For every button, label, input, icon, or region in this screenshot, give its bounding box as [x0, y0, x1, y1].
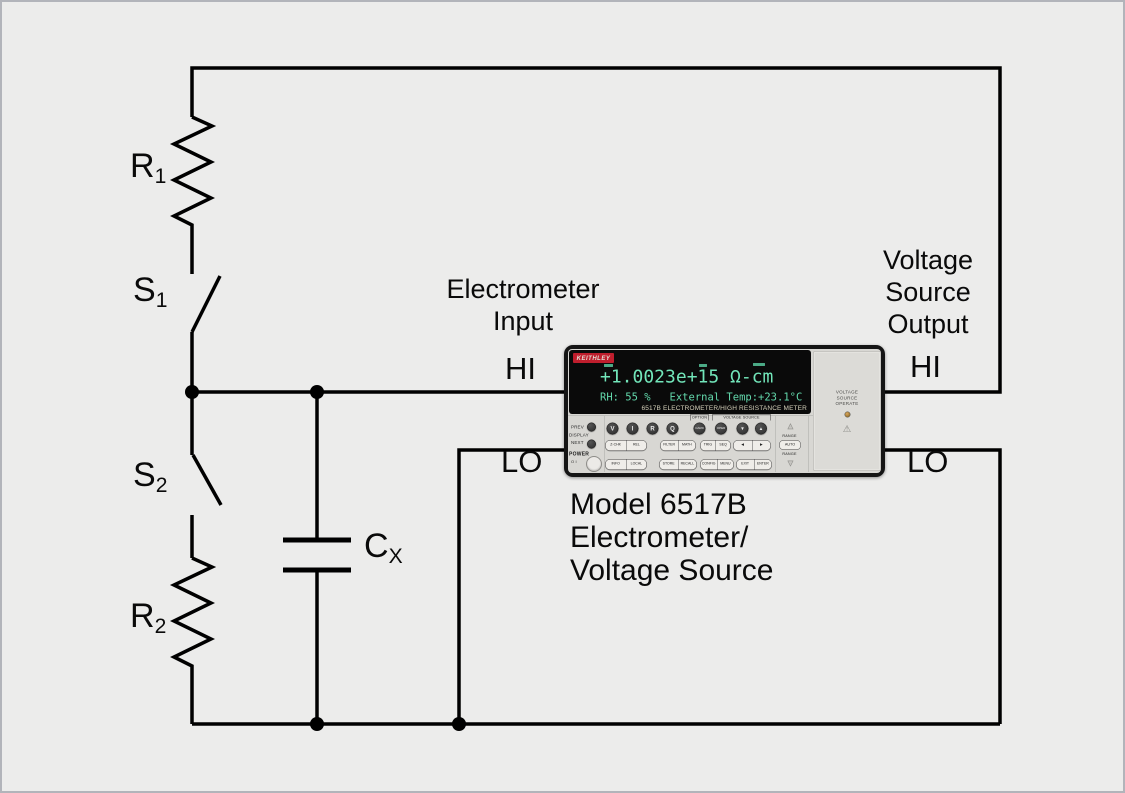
caption-line-3: Voltage Source — [570, 554, 774, 587]
prev-button — [587, 422, 596, 432]
switch-s1-blade — [190, 275, 222, 333]
label-voltage-source-output: Voltage Source Output — [882, 245, 974, 339]
voltage-down-button: ▼ — [736, 422, 749, 435]
label-input-lo: LO — [501, 444, 543, 479]
range-down-button: ▼ — [786, 458, 795, 469]
next-label: NEXT — [571, 440, 584, 445]
trig-label: TRIG — [703, 443, 713, 447]
display-annunciator — [753, 363, 765, 366]
info-label: INFO — [611, 462, 620, 466]
recall-label: RECALL — [677, 459, 697, 470]
zchk-rel-button: Z-CHK REL — [605, 440, 647, 451]
keithley-6517b-instrument: KEITHLEY +1.0023e+15 Ω-cm RH: 55 % Exter… — [564, 345, 885, 477]
power-label: POWER — [569, 451, 590, 458]
range-label-top: RANGE — [782, 433, 797, 439]
seq-label: SEQ — [715, 440, 730, 451]
panel-divider — [604, 416, 605, 472]
left-arrow-icon: ◀ — [741, 443, 744, 447]
label-r1: R1 — [130, 147, 167, 188]
option-group-label: OPTION — [690, 414, 709, 421]
display-model-line: 6517B ELECTROMETER/HIGH RESISTANCE METER — [641, 404, 807, 412]
next-button — [587, 439, 596, 449]
oper-button: OPER — [715, 422, 727, 435]
instrument-display: KEITHLEY +1.0023e+15 Ω-cm RH: 55 % Exter… — [569, 350, 811, 414]
voltage-up-button: ▲ — [755, 422, 767, 435]
range-up-button: ▲ — [786, 421, 795, 432]
ohms-button: R — [646, 422, 659, 435]
caption-line-1: Model 6517B — [570, 488, 747, 521]
resistor-r1-symbol — [169, 115, 217, 274]
cursor-arrows-button: ◀▶ — [733, 440, 771, 451]
instrument-caption: Model 6517B Electrometer/ Voltage Source — [570, 488, 773, 587]
switch-s2-blade — [191, 454, 223, 506]
local-label: LOCAL — [625, 459, 647, 470]
label-s1: S1 — [133, 271, 168, 312]
panel-divider — [775, 416, 776, 472]
filter-label: FILTER — [663, 443, 676, 447]
label-electrometer-input: Electrometer Input — [446, 274, 600, 336]
label-input-hi: HI — [505, 351, 536, 386]
warning-triangle-icon: ⚠ — [842, 424, 852, 435]
voltage-source-group-label: VOLTAGE SOURCE — [712, 414, 771, 421]
resistor-r2-symbol — [169, 556, 217, 724]
label-cx: CX — [364, 527, 403, 568]
right-arrow-icon: ▶ — [751, 440, 771, 451]
wire-electrometer-lo — [457, 448, 564, 724]
math-label: MATH — [677, 440, 696, 451]
display-status-line: RH: 55 % External Temp:+23.1°C — [600, 391, 803, 403]
prev-label: PREV — [571, 424, 584, 430]
card-button: CARD — [693, 422, 706, 435]
label-s2: S2 — [133, 456, 168, 497]
junction-dot — [310, 717, 324, 731]
enter-label: ENTER — [753, 459, 772, 470]
keithley-logo: KEITHLEY — [573, 353, 614, 363]
label-output-hi: HI — [910, 349, 941, 384]
voltage-source-operate-label: VOLTAGE SOURCE OPERATE — [835, 389, 859, 407]
volts-button: V — [606, 422, 619, 435]
junction-dot — [310, 385, 324, 399]
coulombs-button: Q — [666, 422, 679, 435]
power-symbols-icon: O I — [571, 459, 577, 464]
zchk-label: Z-CHK — [610, 443, 621, 447]
operate-led — [844, 411, 851, 418]
panel-divider — [568, 415, 881, 416]
info-local-button: INFO LOCAL — [605, 459, 647, 470]
auto-range-button: AUTO — [779, 440, 801, 450]
display-reading: +1.0023e+15 Ω-cm — [600, 366, 774, 387]
junction-dot — [452, 717, 466, 731]
power-button — [586, 456, 602, 472]
wire-voltage-source-lo — [884, 448, 1002, 724]
config-label: CONFIG — [701, 462, 716, 466]
amps-button: I — [626, 422, 639, 435]
junction-dot — [185, 385, 199, 399]
label-output-lo: LO — [907, 444, 949, 479]
caption-line-2: Electrometer/ — [570, 521, 749, 554]
option-slot-panel: VOLTAGE SOURCE OPERATE ⚠ — [813, 351, 881, 471]
label-r2: R2 — [130, 597, 167, 638]
display-annunciator — [699, 364, 707, 367]
menu-label: MENU — [716, 459, 734, 470]
exit-label: EXIT — [741, 462, 750, 466]
instrument-front-panel: KEITHLEY +1.0023e+15 Ω-cm RH: 55 % Exter… — [568, 349, 881, 473]
display-annunciator — [604, 364, 613, 367]
wire-top-hi-loop — [190, 66, 1002, 394]
panel-divider — [808, 416, 809, 472]
range-label-bottom: RANGE — [782, 451, 797, 457]
display-label: DISPLAY — [569, 432, 589, 438]
store-label: STORE — [662, 462, 675, 466]
rel-label: REL — [625, 440, 647, 451]
